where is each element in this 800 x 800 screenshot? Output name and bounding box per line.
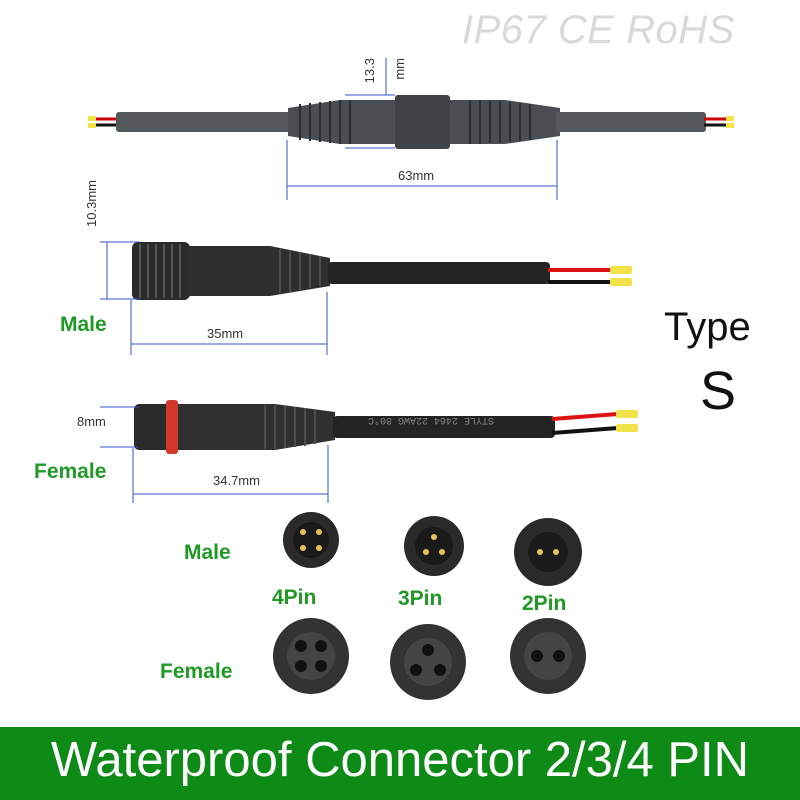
coupled-connector (88, 58, 734, 200)
male-connector (100, 241, 632, 355)
coupled-length-label: 63mm (398, 168, 435, 183)
female-2pin-face (510, 618, 586, 694)
female-3pin-face (390, 624, 466, 700)
female-label: Female (34, 460, 107, 483)
female-connector (100, 400, 638, 503)
type-label: Type (664, 305, 751, 349)
pin-3-label: 3Pin (398, 587, 443, 610)
certification-watermark: IP67 CE RoHS (462, 8, 735, 52)
coupled-height-unit: mm (392, 58, 407, 80)
title-banner (0, 727, 800, 800)
title-banner-text: Waterproof Connector 2/3/4 PIN (50, 733, 750, 787)
pin-2-label: 2Pin (522, 592, 567, 615)
male-label: Male (60, 313, 107, 336)
female-4pin-face (273, 618, 349, 694)
type-value: S (700, 361, 737, 421)
male-3pin-face (404, 516, 464, 576)
male-length-label: 35mm (207, 326, 244, 341)
female-length-label: 34.7mm (213, 473, 260, 488)
face-female-label: Female (160, 660, 233, 683)
male-2pin-face (514, 518, 582, 586)
coupled-height-value: 13.3 (362, 58, 377, 84)
female-diameter-label: 8mm (77, 414, 106, 429)
cable-print: STYLE 2464 22AWG 80°C (368, 414, 495, 425)
male-diameter-label: 10.3mm (84, 180, 99, 227)
pin-4-label: 4Pin (272, 586, 317, 609)
male-4pin-face (283, 512, 339, 568)
face-male-label: Male (184, 541, 231, 564)
